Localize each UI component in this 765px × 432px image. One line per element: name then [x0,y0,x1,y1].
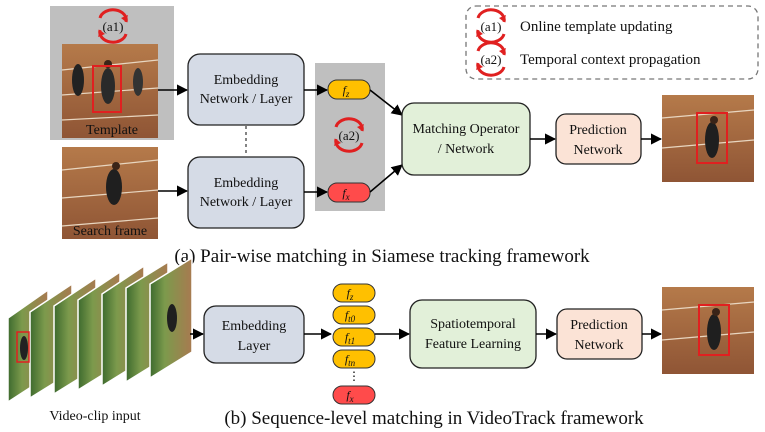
feature-fz [332,283,376,303]
matching-operator-box: Matching Operator / Network [401,102,531,176]
caption-b: (b) Sequence-level matching in VideoTrac… [224,408,644,429]
feat-fz-sub: z [349,292,354,302]
st-line2: Feature Learning [425,337,521,352]
search-frame-image [61,147,159,239]
embed-b-line1: Embedding [222,319,287,334]
embed-bot-line1: Embedding [214,176,279,191]
embed-b-line2: Layer [238,339,271,354]
feat-ft1-sub: t1 [348,336,355,346]
feat-ftn-sub: tn [348,358,356,368]
feature-stack: fz ft0 ft1 ftn ⋮ fx [332,283,376,405]
feat-fz-base: f [347,286,352,300]
embedding-network-bottom: Embedding Network / Layer [187,156,305,229]
pred-b-line2: Network [575,338,624,353]
legend-a1-label: Online template updating [520,19,673,35]
embed-top-line1: Embedding [214,73,279,88]
embed-top-line2: Network / Layer [200,92,293,107]
feat-ft0-base: f [345,308,350,322]
template-a1-tag: (a1) [103,19,124,34]
arrow-fx-to-matching [369,164,403,193]
output-image-a [661,95,755,182]
feat-fx-sub: x [349,394,354,404]
a1-cycle-icon: (a1) [476,8,506,44]
fx-base: f [342,186,347,200]
template-target-box [92,65,122,113]
output-image-b [661,287,755,374]
feat-fx-base: f [346,388,351,402]
pred-a-line2: Network [574,143,623,158]
output-a-target-box [696,112,728,164]
search-frame-label: Search frame [73,224,147,239]
prediction-network-a: Prediction Network [555,113,642,165]
feature-ftn [332,349,376,369]
fz-sub: z [345,89,350,99]
embed-bot-line2: Network / Layer [200,195,293,210]
fz-base: f [343,83,348,97]
template-a1-icon: (a1) [98,8,128,44]
feature-fx [332,385,376,405]
matching-line2: / Network [438,142,494,157]
svg-text:fx: fx [342,186,349,202]
matching-line1: Matching Operator [413,122,520,137]
svg-text:fz: fz [347,286,354,302]
feat-ft1-base: f [345,330,350,344]
caption-a: (a) Pair-wise matching in Siamese tracki… [174,246,590,267]
svg-text:ft1: ft1 [345,330,355,346]
pred-b-line1: Prediction [570,318,628,333]
feature-ellipsis: ⋮ [348,369,360,383]
prediction-network-b: Prediction Network [556,308,643,360]
arrow-fz-to-matching [369,89,403,116]
a2-cycle-icon: (a2) [476,41,506,77]
legend-a2-tag: (a2) [481,52,502,67]
legend-frame [465,5,759,80]
video-clip-stack [7,256,193,404]
template-image [61,44,159,138]
spatiotemporal-box: Spatiotemporal Feature Learning [409,299,537,369]
embedding-layer-b: Embedding Layer [203,305,305,364]
output-b-target-box [698,304,730,356]
svg-text:fx: fx [346,388,353,404]
svg-text:ftn: ftn [345,352,356,368]
template-label: Template [86,123,138,138]
legend-a1-tag: (a1) [481,19,502,34]
st-line1: Spatiotemporal [430,317,516,332]
pred-a-line1: Prediction [569,123,627,138]
clip-label: Video-clip input [49,409,140,424]
svg-text:ft0: ft0 [345,308,356,324]
feature-a2-tag: (a2) [339,128,360,143]
feature-ft0 [332,305,376,325]
fx-sub: x [345,192,350,202]
fx-feature: fx [327,182,371,203]
feature-a2-icon: (a2) [334,117,364,153]
feat-ft0-sub: t0 [348,314,356,324]
legend: (a1) Online template updating (a2) Tempo… [465,5,759,80]
fz-feature: fz [327,79,371,100]
legend-a2-label: Temporal context propagation [520,52,701,68]
feat-ftn-base: f [345,352,350,366]
feature-ft1 [332,327,376,347]
svg-text:fz: fz [343,83,350,99]
embedding-network-top: Embedding Network / Layer [187,53,305,126]
